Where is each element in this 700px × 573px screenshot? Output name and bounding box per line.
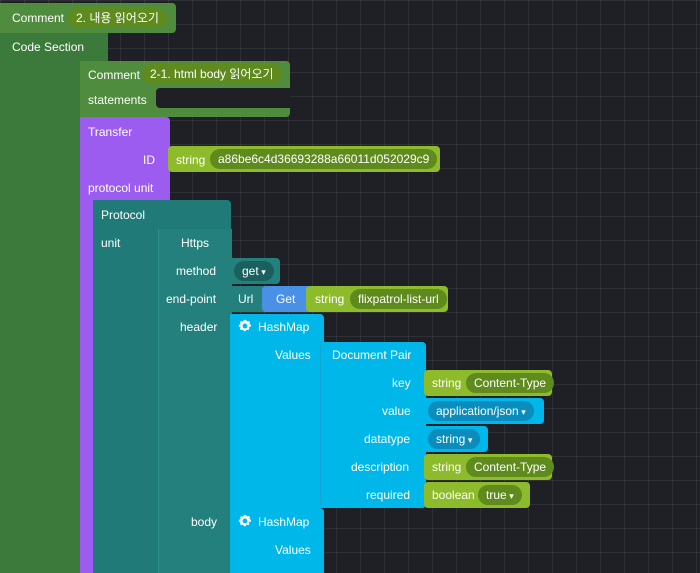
protocol-label: Protocol	[101, 208, 146, 222]
method-select[interactable]: get	[234, 261, 274, 281]
comment-label: Comment	[12, 11, 65, 25]
get-block[interactable]	[262, 286, 310, 312]
unit-label: unit	[101, 236, 121, 250]
url-label: Url	[238, 292, 254, 306]
hashmap-label: HashMap	[258, 320, 310, 334]
code-section-label: Code Section	[12, 40, 85, 54]
body-label: body	[191, 515, 218, 529]
statements-label: statements	[88, 93, 147, 107]
header-label: header	[180, 320, 218, 334]
document-pair-block[interactable]	[320, 342, 426, 508]
method-label: method	[176, 264, 217, 278]
required-boolean-type: boolean	[432, 488, 475, 502]
comment-value[interactable]: 2. 내용 읽어오기	[68, 8, 167, 28]
value-label: value	[382, 404, 411, 418]
header-hashmap-block[interactable]	[230, 314, 324, 508]
url-string-value[interactable]: flixpatrol-list-url	[350, 289, 447, 309]
gear-icon[interactable]	[238, 319, 252, 333]
transfer-id-label: ID	[143, 153, 155, 167]
transfer-label: Transfer	[88, 125, 133, 139]
body-hashmap-block[interactable]	[230, 508, 324, 573]
id-string-type: string	[176, 153, 206, 167]
value-select[interactable]: application/json	[428, 401, 534, 421]
description-string-type: string	[432, 460, 462, 474]
statements-slot	[0, 60, 80, 573]
statements-empty-slot	[156, 88, 290, 108]
endpoint-label: end-point	[166, 292, 217, 306]
transfer-id-value[interactable]: a86be6c4d36693288a66011d052029c9	[210, 149, 438, 169]
protocol-unit-label: protocol unit	[88, 181, 154, 195]
description-label: description	[351, 460, 410, 474]
document-pair-label: Document Pair	[332, 348, 412, 362]
https-label: Https	[181, 236, 210, 250]
comment-label: Comment	[88, 68, 141, 82]
datatype-label: datatype	[364, 432, 411, 446]
values-label: Values	[275, 348, 311, 362]
key-string-value[interactable]: Content-Type	[466, 373, 555, 393]
comment-value[interactable]: 2-1. html body 읽어오기	[142, 64, 282, 84]
description-string-value[interactable]: Content-Type	[466, 457, 555, 477]
required-select[interactable]: true	[478, 485, 522, 505]
get-label: Get	[276, 292, 296, 306]
hashmap-label: HashMap	[258, 515, 310, 529]
required-label: required	[366, 488, 411, 502]
datatype-select[interactable]: string	[428, 429, 481, 449]
gear-icon[interactable]	[238, 514, 252, 528]
key-string-type: string	[432, 376, 462, 390]
https-block[interactable]	[158, 229, 232, 573]
url-string-type: string	[315, 292, 345, 306]
key-label: key	[392, 376, 411, 390]
values-label: Values	[275, 543, 311, 557]
